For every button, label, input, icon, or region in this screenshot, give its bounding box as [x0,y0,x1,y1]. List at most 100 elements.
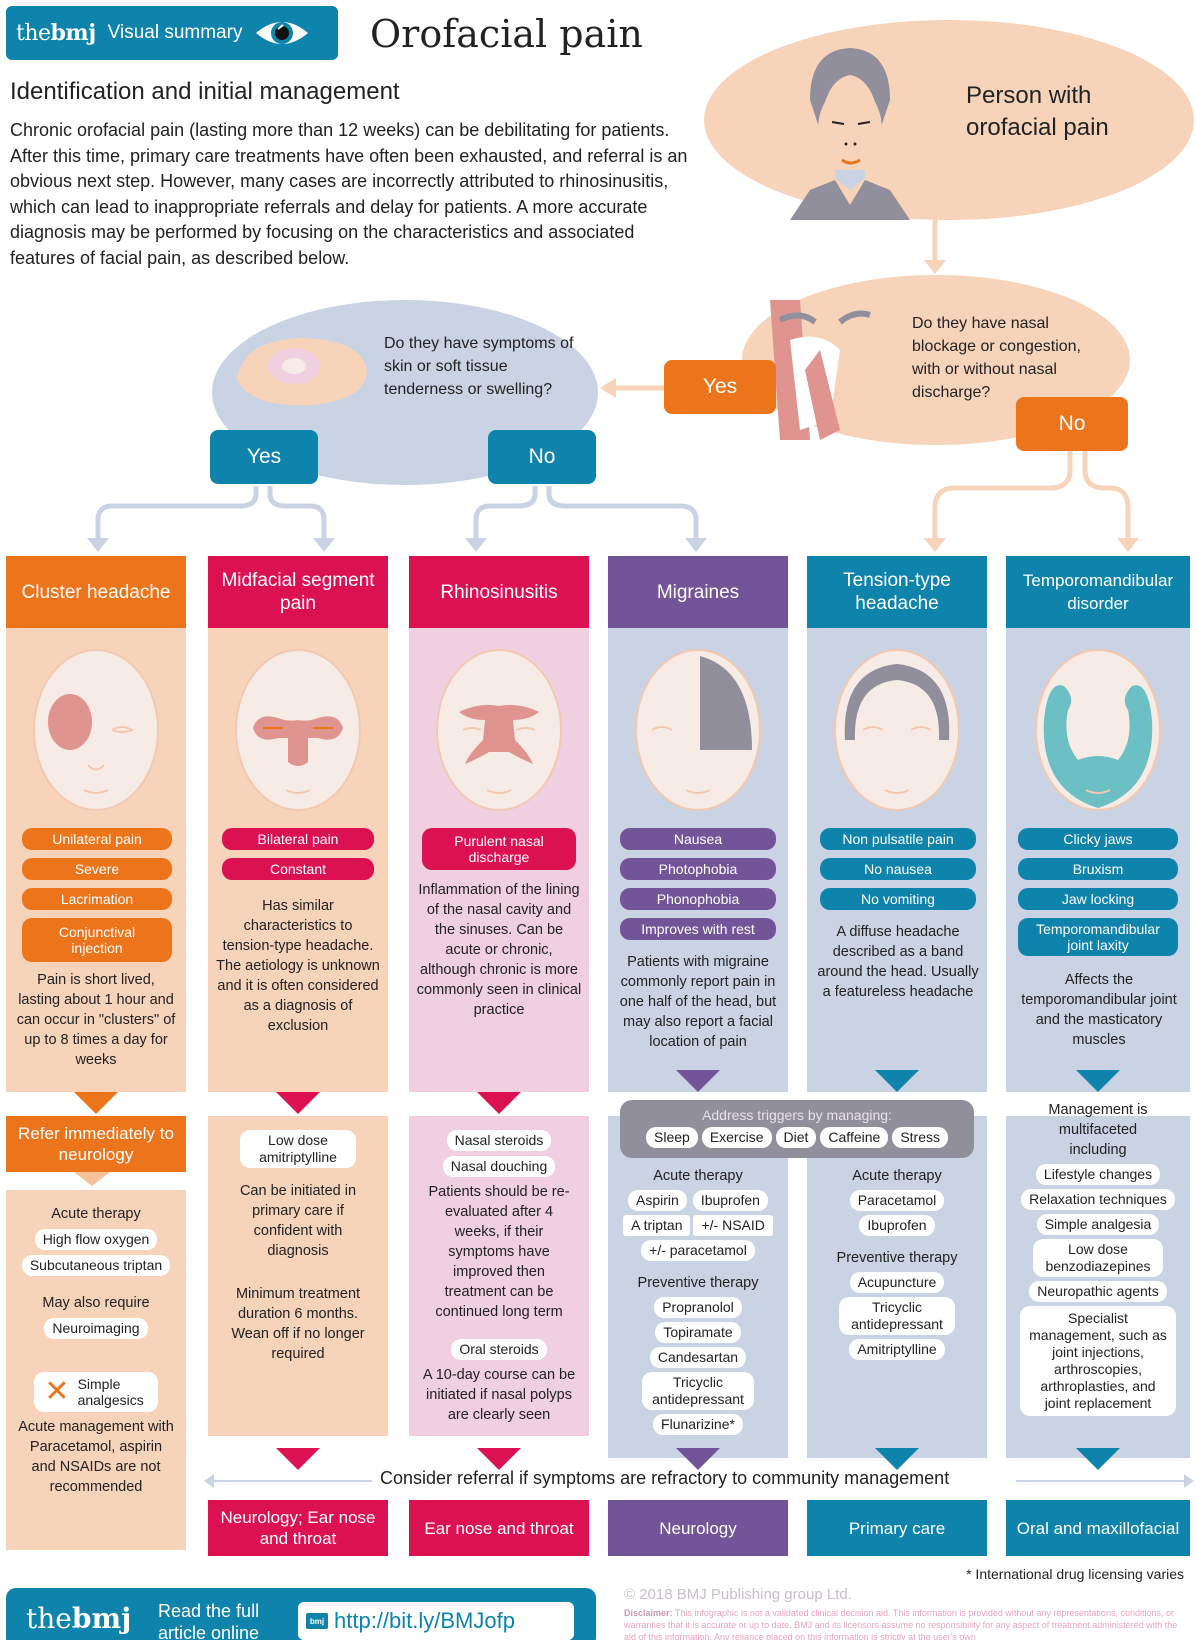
rhinosinusitis-note-2: A 10-day course can be initiated if nasa… [422,1367,576,1423]
referral-line-left [212,1480,372,1482]
start-node [704,20,1194,220]
treatment-pill: Relaxation techniques [1021,1189,1175,1210]
feature-list-rhinosinusitis: Purulent nasal discharge [422,828,576,870]
treatment-pill: Nasal douching [442,1156,556,1177]
feature-pill: Non pulsatile pain [820,828,976,850]
acute-therapy-heading: Acute therapy [852,1168,942,1184]
logo-bold: bmj [71,1602,132,1635]
treatment-pill: Ibuprofen [859,1215,935,1236]
triggers-heading: Address triggers by managing: [702,1107,892,1123]
arrow-down-icon [276,1092,320,1114]
midfacial-management-list: Low dose amitriptylline Can be initiated… [208,1130,388,1364]
treatment-pill: +/- paracetamol [641,1240,755,1261]
face-migraine-icon [635,649,761,811]
face-tmd-icon [1035,649,1161,811]
feature-pill: Lacrimation [22,888,172,910]
may-also-require-heading: May also require [42,1295,150,1311]
arrow-down-icon [74,1092,118,1114]
treatment-pill: Tricyclic antidepressant [839,1297,955,1335]
feature-pill: Improves with rest [620,918,776,940]
face-midfacial-pain-icon [235,649,361,811]
trigger-pill: Caffeine [820,1127,889,1148]
treatment-pill: A triptan [623,1215,691,1236]
description-cluster-headache: Pain is short lived, lasting about 1 hou… [16,972,176,1068]
arrow-down-icon [74,1172,110,1186]
feature-list-migraines: Nausea Photophobia Phonophobia Improves … [620,828,776,940]
face-rhinosinusitis-icon [436,649,562,811]
trigger-pill: Sleep [646,1127,698,1148]
disclaimer-text: This infographic is not a validated clin… [624,1608,1178,1640]
intro-paragraph: Chronic orofacial pain (lasting more tha… [10,120,688,268]
triggers-box: Address triggers by managing: Sleep Exer… [620,1100,974,1158]
acute-row-1: Aspirin Ibuprofen [628,1190,768,1211]
trigger-pill: Exercise [701,1127,772,1148]
treatment-pill: Ibuprofen [692,1190,768,1211]
treatment-pill: Oral steroids [451,1339,547,1360]
tension-management-list: Acute therapy Paracetamol Ibuprofen Prev… [807,1166,987,1360]
feature-pill: Unilateral pain [22,828,172,850]
feature-pill: Conjunctival injection [22,918,172,962]
face-tension-headache-icon [834,649,960,811]
article-url[interactable]: http://bit.ly/BMJofp [334,1608,515,1633]
arrow-left-icon [204,1474,214,1488]
trigger-pill: Stress [892,1127,948,1148]
treatment-pill: Propranolol [654,1297,742,1318]
page-subtitle: Identification and initial management [10,78,400,105]
column-header-migraines: Migraines [608,556,788,628]
logo-prefix: the [26,1602,72,1635]
description-tension-type-headache: A diffuse headache described as a band a… [817,924,979,1000]
treatment-pill: Low dose amitriptylline [240,1130,356,1168]
referral-line-right [1016,1480,1184,1482]
arrow-right-icon [1184,1474,1194,1488]
preventive-therapy-heading: Preventive therapy [836,1250,958,1266]
nasal-yes-button[interactable]: Yes [664,360,776,414]
nasal-no-button[interactable]: No [1016,397,1128,451]
read-article-label: Read the full article online [158,1601,260,1640]
feature-list-tension-type-headache: Non pulsatile pain No nausea No vomiting [820,828,976,910]
column-header-rhinosinusitis: Rhinosinusitis [409,556,589,628]
logo-bold: bmj [50,20,97,46]
feature-pill: Temporomandibular joint laxity [1018,918,1178,956]
logo-prefix: the [16,21,51,46]
arrow-down-icon [875,1070,919,1092]
disclaimer: Disclaimer: This infographic is not a va… [624,1607,1189,1640]
description-rhinosinusitis: Inflammation of the lining of the nasal … [416,882,582,1018]
licensing-footnote: * International drug licensing varies [966,1566,1184,1582]
arrow-down-icon [676,1448,720,1470]
referral-rhinosinusitis: Ear nose and throat [409,1500,589,1556]
acute-therapy-heading: Acute therapy [51,1206,141,1222]
question-nasal-label: Do they have nasal blockage or congestio… [912,315,1081,401]
feature-pill: Clicky jaws [1018,828,1178,850]
referral-banner-text: Consider referral if symptoms are refrac… [380,1468,950,1488]
article-link[interactable]: bmj http://bit.ly/BMJofp [298,1602,574,1640]
midfacial-note-1: Can be initiated in primary care if conf… [239,1183,357,1259]
referral-temporomandibular-disorder: Oral and maxillofacial [1006,1500,1190,1556]
skin-no-button[interactable]: No [488,430,596,484]
description-migraines: Patients with migraine commonly report p… [619,954,777,1050]
referral-midfacial-segment-pain: Neurology; Ear nose and throat [208,1500,388,1556]
refer-neurology-banner: Refer immediately to neurology [6,1116,186,1172]
feature-pill: Severe [22,858,172,880]
treatment-pill: Aspirin [628,1190,687,1211]
tmd-management-list: Management is multifaceted including Lif… [1006,1100,1190,1416]
management-cluster-headache [6,1190,186,1550]
treatment-pill: Acupuncture [849,1272,945,1293]
acute-therapy-heading: Acute therapy [653,1168,743,1184]
treatment-pill: Specialist management, such as joint inj… [1020,1306,1176,1416]
brand-bar: thebmj Visual summary [6,6,338,60]
treatment-pill: Topiramate [655,1322,741,1343]
disclaimer-label: Disclaimer: [624,1608,673,1618]
referral-tension-type-headache: Primary care [807,1500,987,1556]
feature-pill: Constant [222,858,374,880]
treatment-pill: Lifestyle changes [1035,1164,1161,1185]
arrow-down-icon [276,1448,320,1470]
start-node-label: Person with orofacial pain [966,82,1109,141]
nose-blowing-illustration-icon [770,300,871,440]
bmj-logo: thebmj [16,20,96,46]
footer-bmj-logo: thebmj [26,1602,131,1635]
column-header-cluster-headache: Cluster headache [6,556,186,628]
skin-yes-button[interactable]: Yes [210,430,318,484]
feature-pill: No vomiting [820,888,976,910]
cluster-note: Acute management with Paracetamol, aspir… [18,1419,174,1495]
triggers-list: Sleep Exercise Diet Caffeine Stress [620,1127,974,1148]
